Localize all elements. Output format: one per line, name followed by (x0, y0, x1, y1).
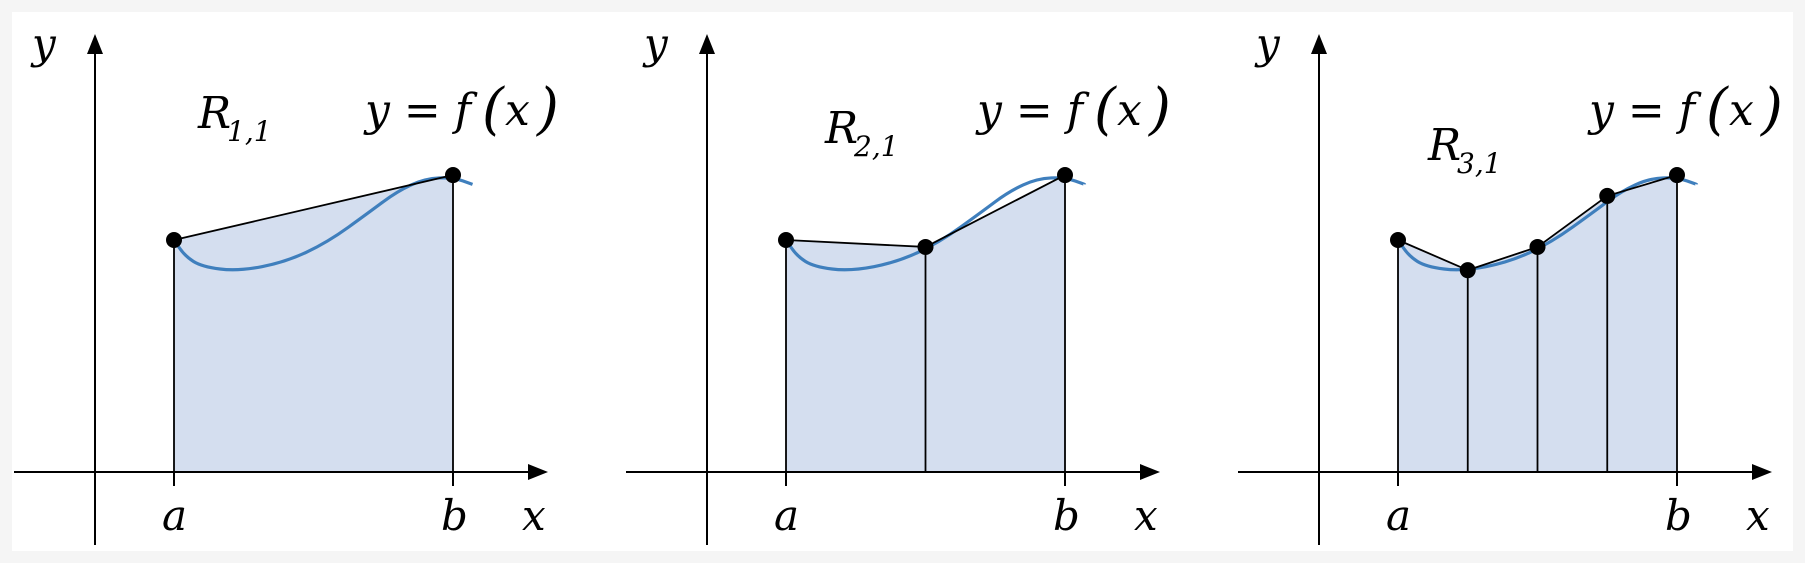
function-label-open-paren: ( (482, 77, 505, 142)
node-dot-4 (1599, 187, 1616, 204)
node-dot-2 (917, 238, 934, 255)
tick-label-a: a (774, 491, 799, 540)
node-dot-2 (1459, 262, 1476, 279)
function-label-lhs: y = f (1587, 85, 1702, 136)
x-axis-arrowhead (1752, 464, 1772, 480)
trapezoid-top-edges (173, 174, 454, 241)
y-axis-arrowhead (699, 34, 715, 54)
tick-label-b: b (441, 491, 468, 540)
tick-label-b: b (1053, 491, 1080, 540)
function-label-lhs: y = f (975, 85, 1090, 136)
tick-label-a: a (162, 491, 187, 540)
function-label-var: x (1729, 85, 1754, 136)
x-axis-label: x (1746, 491, 1770, 540)
y-axis-label: y (642, 19, 669, 68)
y-axis-label: y (1254, 19, 1281, 68)
node-dot-1 (1390, 232, 1406, 248)
node-dot-3 (1529, 238, 1546, 255)
function-label-var: x (1117, 85, 1142, 136)
region-label-letter: R (824, 103, 858, 154)
tick-label-b: b (1665, 491, 1692, 540)
x-axis-label: x (1134, 491, 1158, 540)
region-label-subscript: 3,1 (1457, 147, 1502, 180)
function-label-close-paren: ) (1760, 77, 1783, 142)
function-label-close-paren: ) (536, 77, 559, 142)
node-dot-1 (778, 232, 794, 248)
tick-label-a: a (1386, 491, 1411, 540)
node-dot-2 (445, 167, 461, 184)
y-axis-label: y (30, 19, 57, 68)
function-curve (784, 176, 1087, 272)
region-label-subscript: 1,1 (227, 115, 272, 148)
region-label-subscript: 2,1 (853, 130, 899, 163)
y-axis-arrowhead (1311, 34, 1327, 54)
function-label-open-paren: ( (1094, 77, 1117, 142)
function-label-close-paren: ) (1148, 77, 1171, 142)
x-axis-label: x (522, 491, 546, 540)
region-label-letter: R (197, 88, 231, 139)
function-label-lhs: y = f (363, 85, 478, 136)
node-dot-1 (166, 232, 182, 248)
function-label-var: x (505, 85, 530, 136)
function-label-open-paren: ( (1706, 77, 1729, 142)
trapezoid-area (174, 175, 453, 473)
node-dot-5 (1669, 167, 1685, 184)
x-axis-arrowhead (528, 464, 548, 480)
x-axis-arrowhead (1140, 464, 1160, 480)
node-dot-3 (1057, 167, 1073, 184)
y-axis-arrowhead (87, 34, 103, 54)
region-label-letter: R (1427, 120, 1461, 171)
